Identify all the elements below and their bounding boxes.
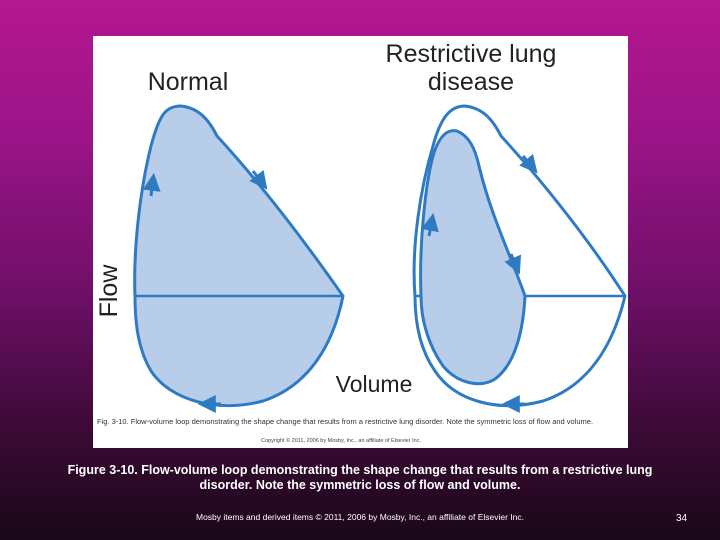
normal-loop-fill — [133, 104, 345, 408]
restrictive-arrow-up — [421, 212, 439, 237]
normal-title: Normal — [148, 68, 229, 96]
restrictive-arrow-down-inner — [504, 253, 522, 275]
restrictive-loop-fill — [419, 129, 527, 386]
normal-arrow-up — [142, 172, 161, 197]
volume-axis-label: Volume — [336, 371, 413, 397]
figure-inner-caption: Fig. 3-10. Flow-volume loop demonstratin… — [97, 417, 594, 426]
flow-volume-figure: Normal Restrictive lung disease Flow Vol… — [93, 36, 628, 448]
restrictive-title-line1: Restrictive lung — [386, 40, 557, 68]
restrictive-arrow-down-outer — [519, 153, 538, 174]
slide-caption: Figure 3-10. Flow-volume loop demonstrat… — [67, 463, 653, 492]
slide-footer: Mosby items and derived items © 2011, 20… — [195, 512, 524, 522]
flow-axis-label: Flow — [95, 264, 123, 318]
page-number: 34 — [676, 513, 688, 524]
restrictive-title-line2: disease — [428, 68, 514, 96]
normal-arrow-down — [249, 169, 268, 190]
flow-volume-diagram: Normal Restrictive lung disease Flow Vol… — [95, 40, 627, 413]
figure-copyright: Copyright © 2011, 2006 by Mosby, Inc., a… — [261, 438, 421, 444]
